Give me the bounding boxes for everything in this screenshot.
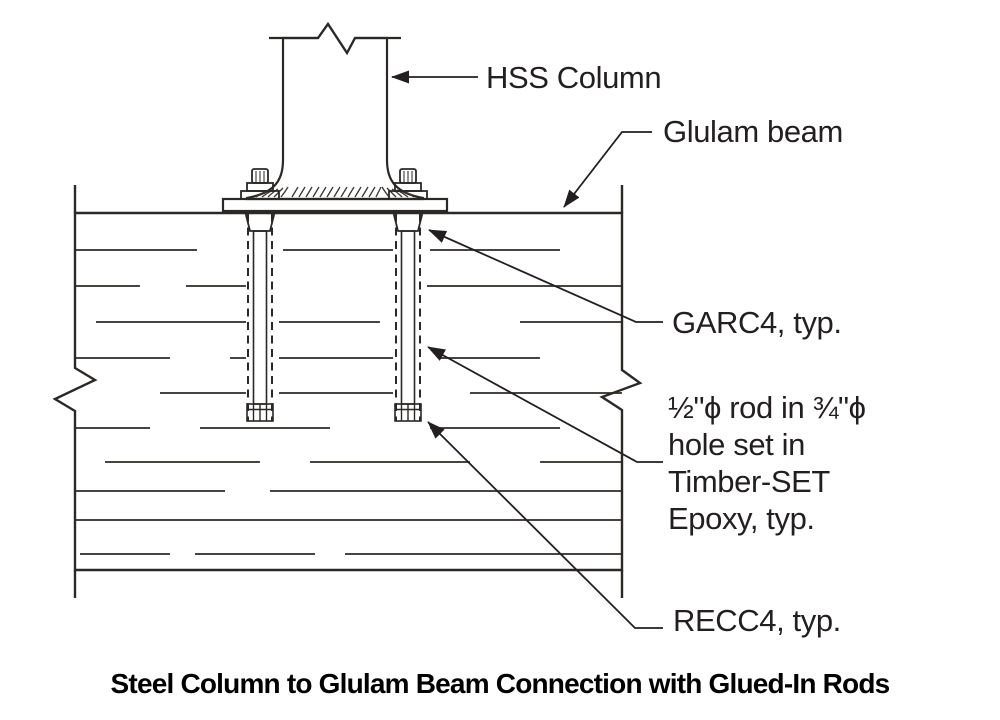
svg-text:hole set in: hole set in: [668, 427, 805, 462]
garc4-label: GARC4, typ.: [672, 305, 842, 340]
drilled-hole-dashed-lines: [247, 214, 421, 421]
svg-text:Epoxy, typ.: Epoxy, typ.: [668, 501, 815, 536]
hss-column-body: [245, 22, 425, 201]
column-break-line: [269, 22, 401, 56]
weld-hatch: [255, 186, 415, 198]
callouts: HSS Column Glulam beam GARC4, typ. ½"ϕ r…: [391, 60, 866, 638]
threaded-rod: [252, 230, 268, 405]
svg-text:½"ϕ rod in ¾"ϕ: ½"ϕ rod in ¾"ϕ: [668, 390, 866, 425]
glulam-beam: [52, 185, 643, 598]
garc4-leader-arrow: [428, 229, 663, 323]
glued-in-rod-right: [391, 210, 425, 422]
beam-edge-extension-lines: [73, 185, 624, 598]
glued-in-rod-left: [243, 210, 277, 422]
figure-title: Steel Column to Glulam Beam Connection w…: [111, 668, 890, 699]
recc4-label: RECC4, typ.: [673, 603, 841, 638]
threaded-rod: [400, 230, 416, 405]
recc4-coupler: [246, 403, 274, 422]
hss-column: [245, 22, 425, 201]
hss-column-label: HSS Column: [486, 60, 661, 95]
recc4-leader-arrow: [427, 421, 663, 629]
anchor-bolt-right: [388, 168, 428, 200]
rod-note-label: ½"ϕ rod in ¾"ϕ hole set in Timber-SET Ep…: [668, 390, 866, 536]
glulam-beam-body: [52, 211, 643, 572]
anchor-bolt-left: [240, 168, 280, 200]
glulam-beam-leader-arrow: [563, 131, 652, 208]
bolt-washer: [240, 190, 280, 200]
recc4-coupler: [394, 403, 422, 422]
bolt-washer: [388, 190, 428, 200]
glulam-beam-label: Glulam beam: [663, 114, 843, 149]
svg-text:Timber-SET: Timber-SET: [668, 464, 830, 499]
rod-note-leader-arrow: [427, 346, 663, 463]
glulam-lamination-lines: [75, 249, 622, 555]
column-base-plate: [221, 197, 449, 213]
